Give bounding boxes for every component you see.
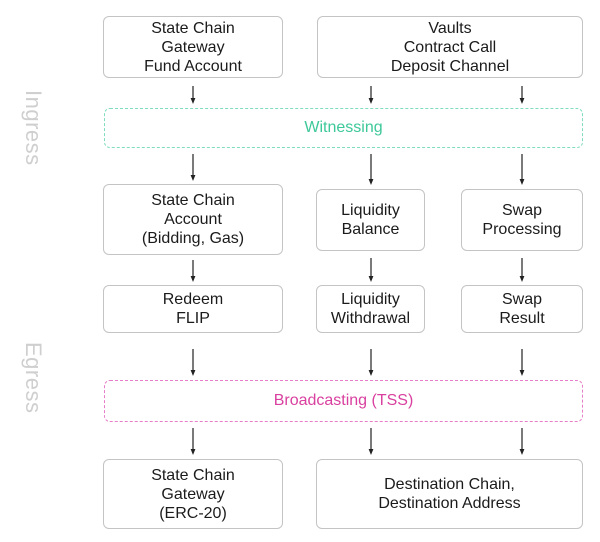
box-swap-processing: Swap Processing [461, 189, 583, 251]
box-label: State Chain Gateway (ERC-20) [151, 466, 235, 522]
box-label: Liquidity Balance [341, 202, 400, 238]
box-label: Liquidity Withdrawal [330, 291, 411, 327]
witnessing-band: Witnessing [104, 108, 583, 148]
box-label: Destination Chain, Destination Address [378, 476, 521, 512]
box-swap-result: Swap Result [461, 285, 583, 333]
box-label: Vaults Contract Call Deposit Channel [390, 19, 510, 75]
box-label: Redeem FLIP [162, 291, 224, 327]
broadcasting-label: Broadcasting (TSS) [269, 392, 418, 410]
box-label: Swap Result [499, 291, 545, 327]
box-vaults: Vaults Contract Call Deposit Channel [317, 16, 583, 78]
witnessing-label: Witnessing [300, 119, 387, 137]
box-liquidity-balance: Liquidity Balance [316, 189, 425, 251]
box-label: State Chain Gateway Fund Account [144, 19, 242, 75]
box-state-chain-gateway-fund: State Chain Gateway Fund Account [103, 16, 283, 78]
box-state-chain-gateway-erc20: State Chain Gateway (ERC-20) [103, 459, 283, 529]
box-label: State Chain Account (Bidding, Gas) [141, 192, 245, 247]
box-destination: Destination Chain, Destination Address [316, 459, 583, 529]
box-state-chain-account: State Chain Account (Bidding, Gas) [103, 184, 283, 255]
box-label: Swap Processing [482, 202, 562, 238]
box-redeem-flip: Redeem FLIP [103, 285, 283, 333]
broadcasting-band: Broadcasting (TSS) [104, 380, 583, 422]
box-liquidity-withdrawal: Liquidity Withdrawal [316, 285, 425, 333]
